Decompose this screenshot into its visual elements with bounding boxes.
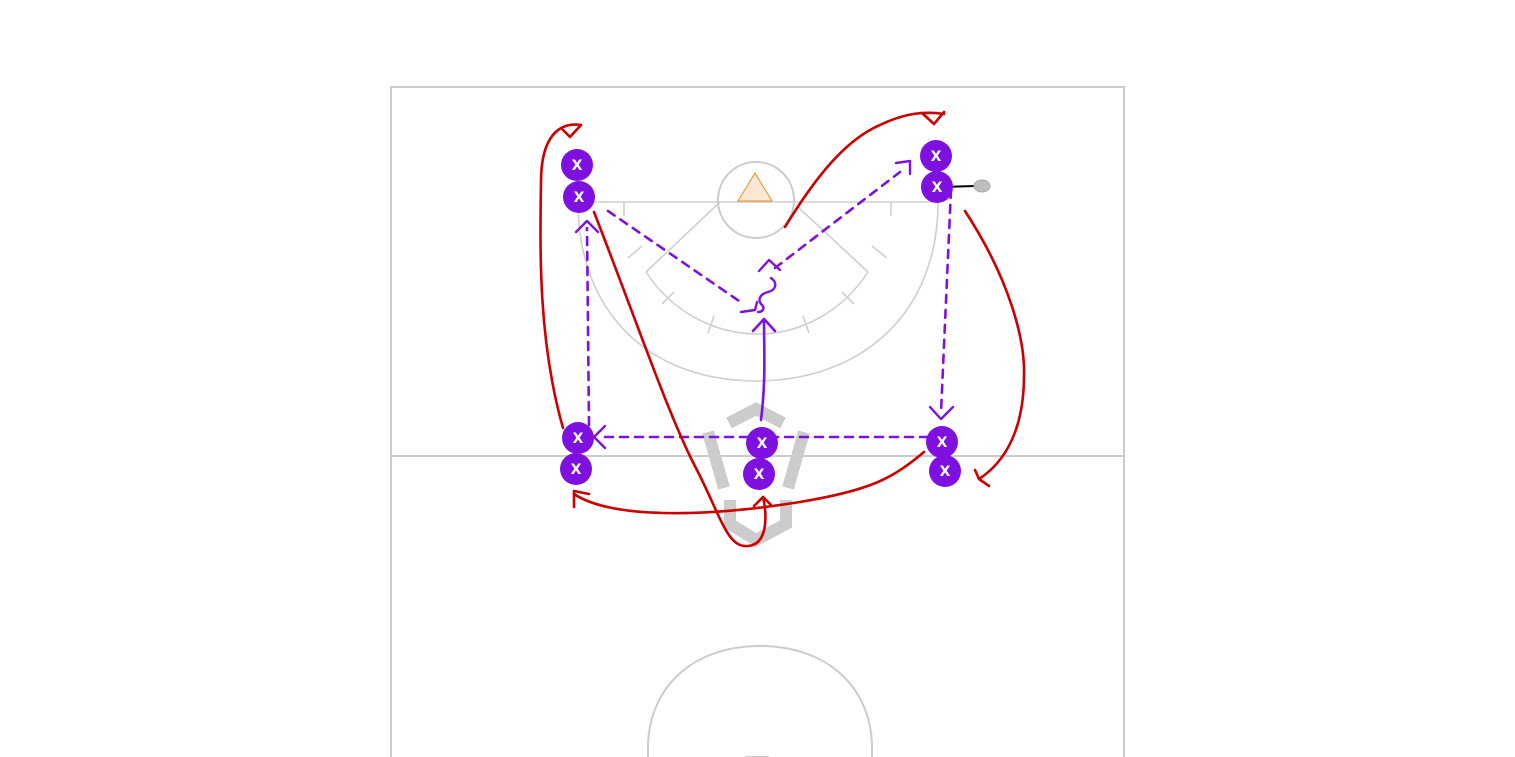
pass-left-wing-up: [585, 226, 591, 427]
player-label: X: [572, 158, 583, 174]
player-top-right-1[interactable]: X: [920, 140, 952, 172]
pass-top-left-to-crease: [606, 209, 744, 305]
arrowhead: [757, 258, 782, 273]
fan-right-edge: [797, 206, 869, 273]
player-label: X: [573, 431, 584, 447]
center-circle-arc: [647, 644, 873, 757]
player-label: X: [571, 462, 582, 478]
brand-logo-watermark: [702, 402, 810, 547]
player-label: X: [574, 190, 585, 206]
cut-top-right-down: [963, 209, 1026, 481]
player-top-right-2[interactable]: X: [921, 171, 953, 203]
fan-hash-6: [871, 245, 888, 259]
player-top-left-2[interactable]: X: [563, 181, 595, 213]
player-bottom-left-1[interactable]: X: [562, 422, 594, 454]
player-label: X: [940, 464, 951, 480]
fan-hash-3: [707, 315, 715, 334]
cut-crease-to-top: [783, 111, 946, 229]
cut-lines: [539, 110, 1026, 548]
arrowhead: [894, 159, 912, 176]
player-label: X: [757, 436, 768, 452]
crease-circle: [717, 161, 795, 239]
player-bottom-left-2[interactable]: X: [560, 453, 592, 485]
arrowhead: [572, 489, 591, 509]
arrowhead: [739, 300, 759, 314]
fan-hash-2: [661, 291, 675, 305]
arrowhead: [973, 468, 991, 488]
arrowhead: [920, 110, 946, 126]
fan-left-edge: [645, 201, 721, 273]
arrowhead: [752, 495, 774, 508]
arrowhead: [751, 317, 777, 333]
triangle-goal-icon: [737, 172, 773, 202]
cut-center-up: [751, 317, 777, 422]
arrowhead: [560, 123, 583, 139]
players: X X X X X X X X: [560, 140, 961, 490]
fan-arc: [645, 271, 869, 335]
player-bottom-right-1[interactable]: X: [926, 426, 958, 458]
pass-right-wing-down: [939, 188, 953, 414]
player-label: X: [931, 149, 942, 165]
player-label: X: [937, 435, 948, 451]
player-bottom-right-2[interactable]: X: [929, 455, 961, 487]
arrowhead: [574, 219, 600, 234]
arrowhead: [592, 424, 607, 450]
pass-arrowheads: [574, 159, 955, 450]
player-label: X: [754, 467, 765, 483]
attack-arcs: [577, 161, 939, 382]
cut-left-wing-up: [539, 123, 583, 430]
cut-top-left-down: [592, 210, 767, 548]
fan-hash-4: [802, 315, 810, 334]
player-label: X: [932, 180, 943, 196]
cut-right-wing-to-left: [572, 450, 926, 515]
player-top-left-1[interactable]: X: [561, 149, 593, 181]
pass-lines: [585, 170, 953, 439]
player-bottom-center-1[interactable]: X: [746, 427, 778, 459]
arrowhead: [928, 405, 955, 421]
fan-hash-5: [841, 291, 855, 305]
pass-crease-to-top-right: [773, 170, 902, 270]
outer-arc: [577, 201, 939, 382]
player-bottom-center-2[interactable]: X: [743, 458, 775, 490]
field-boundary: [390, 86, 1125, 757]
cut-bottom-center-up: [759, 318, 766, 422]
fan-hash-1: [627, 245, 643, 259]
catch-squiggle: [756, 276, 777, 314]
